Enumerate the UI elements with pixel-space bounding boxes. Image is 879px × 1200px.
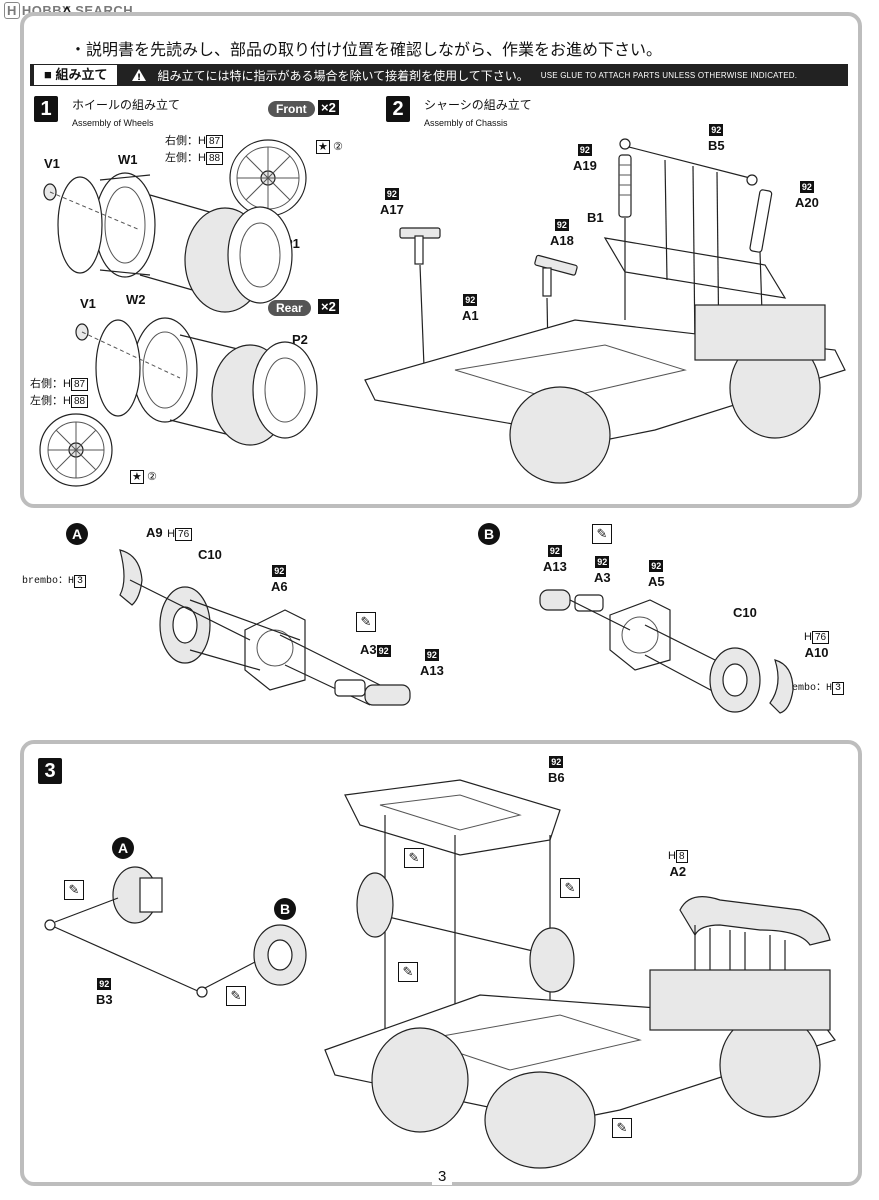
sub-b-label: B: [478, 523, 500, 545]
star-icon: ★: [130, 470, 144, 484]
no-glue-icon: ✎: [592, 524, 612, 544]
step2-title-jp: シャーシの組み立て: [424, 98, 532, 112]
rear-multiplier: ×2: [318, 299, 339, 314]
no-glue-icon: ✎: [226, 986, 246, 1006]
intro-text: ・説明書を先読みし、部品の取り付け位置を確認しながら、作業をお進め下さい。: [70, 42, 663, 59]
part-w1: W1: [118, 152, 138, 167]
label-c10-b: C10: [733, 605, 757, 620]
step2-number: 2: [386, 96, 410, 122]
assembly-bar: ■ 組み立て ! 組み立てには特に指示がある場合を除いて接着剤を使用して下さい。…: [30, 64, 848, 86]
sub-a-label: A: [66, 523, 88, 545]
assembly-note-jp: 組み立てには特に指示がある場合を除いて接着剤を使用して下さい。: [157, 68, 529, 83]
front-wheel-illustration: [229, 139, 307, 217]
front-badge: Front: [268, 101, 315, 117]
star-icon: ★: [316, 140, 330, 154]
front-multiplier: ×2: [318, 100, 339, 115]
part-v1-rear: V1: [80, 296, 96, 311]
step3-diagram: [44, 779, 836, 1169]
no-glue-icon: ✎: [404, 848, 424, 868]
page-number: 3: [432, 1168, 453, 1185]
assembly-note-en: USE GLUE TO ATTACH PARTS UNLESS OTHERWIS…: [540, 70, 798, 80]
part-v1: V1: [44, 156, 60, 171]
step3-a-label: A: [112, 837, 134, 859]
assembly-title: ■ 組み立て: [34, 65, 118, 85]
warning-icon: !: [132, 69, 147, 82]
step3-number: 3: [38, 758, 62, 784]
step2-chassis-diagram: [364, 138, 846, 484]
no-glue-icon: ✎: [612, 1118, 632, 1138]
no-glue-icon: ✎: [356, 612, 376, 632]
no-glue-icon: ✎: [560, 878, 580, 898]
label-c10-a: C10: [198, 547, 222, 562]
part-p2: P2: [292, 332, 308, 347]
sub-b-diagram: [539, 589, 794, 714]
step3-b-label: B: [274, 898, 296, 920]
step1-title-en: Assembly of Wheels: [72, 118, 154, 128]
sub-a-diagram: [119, 549, 411, 706]
part-w2: W2: [126, 292, 146, 307]
step2-title-en: Assembly of Chassis: [424, 118, 508, 128]
step1-wheel-diagram: [39, 139, 318, 487]
rear-badge: Rear: [268, 300, 311, 316]
label-b1: B1: [587, 210, 604, 225]
step1-number: 1: [34, 96, 58, 122]
no-glue-icon: ✎: [398, 962, 418, 982]
no-glue-icon: ✎: [64, 880, 84, 900]
step1-title-jp: ホイールの組み立て: [72, 98, 181, 112]
svg-text:!: !: [137, 73, 141, 82]
front-note: ★ ②: [316, 140, 343, 154]
rear-wheel-illustration: [39, 413, 113, 487]
rear-note: ★ ②: [130, 470, 157, 484]
